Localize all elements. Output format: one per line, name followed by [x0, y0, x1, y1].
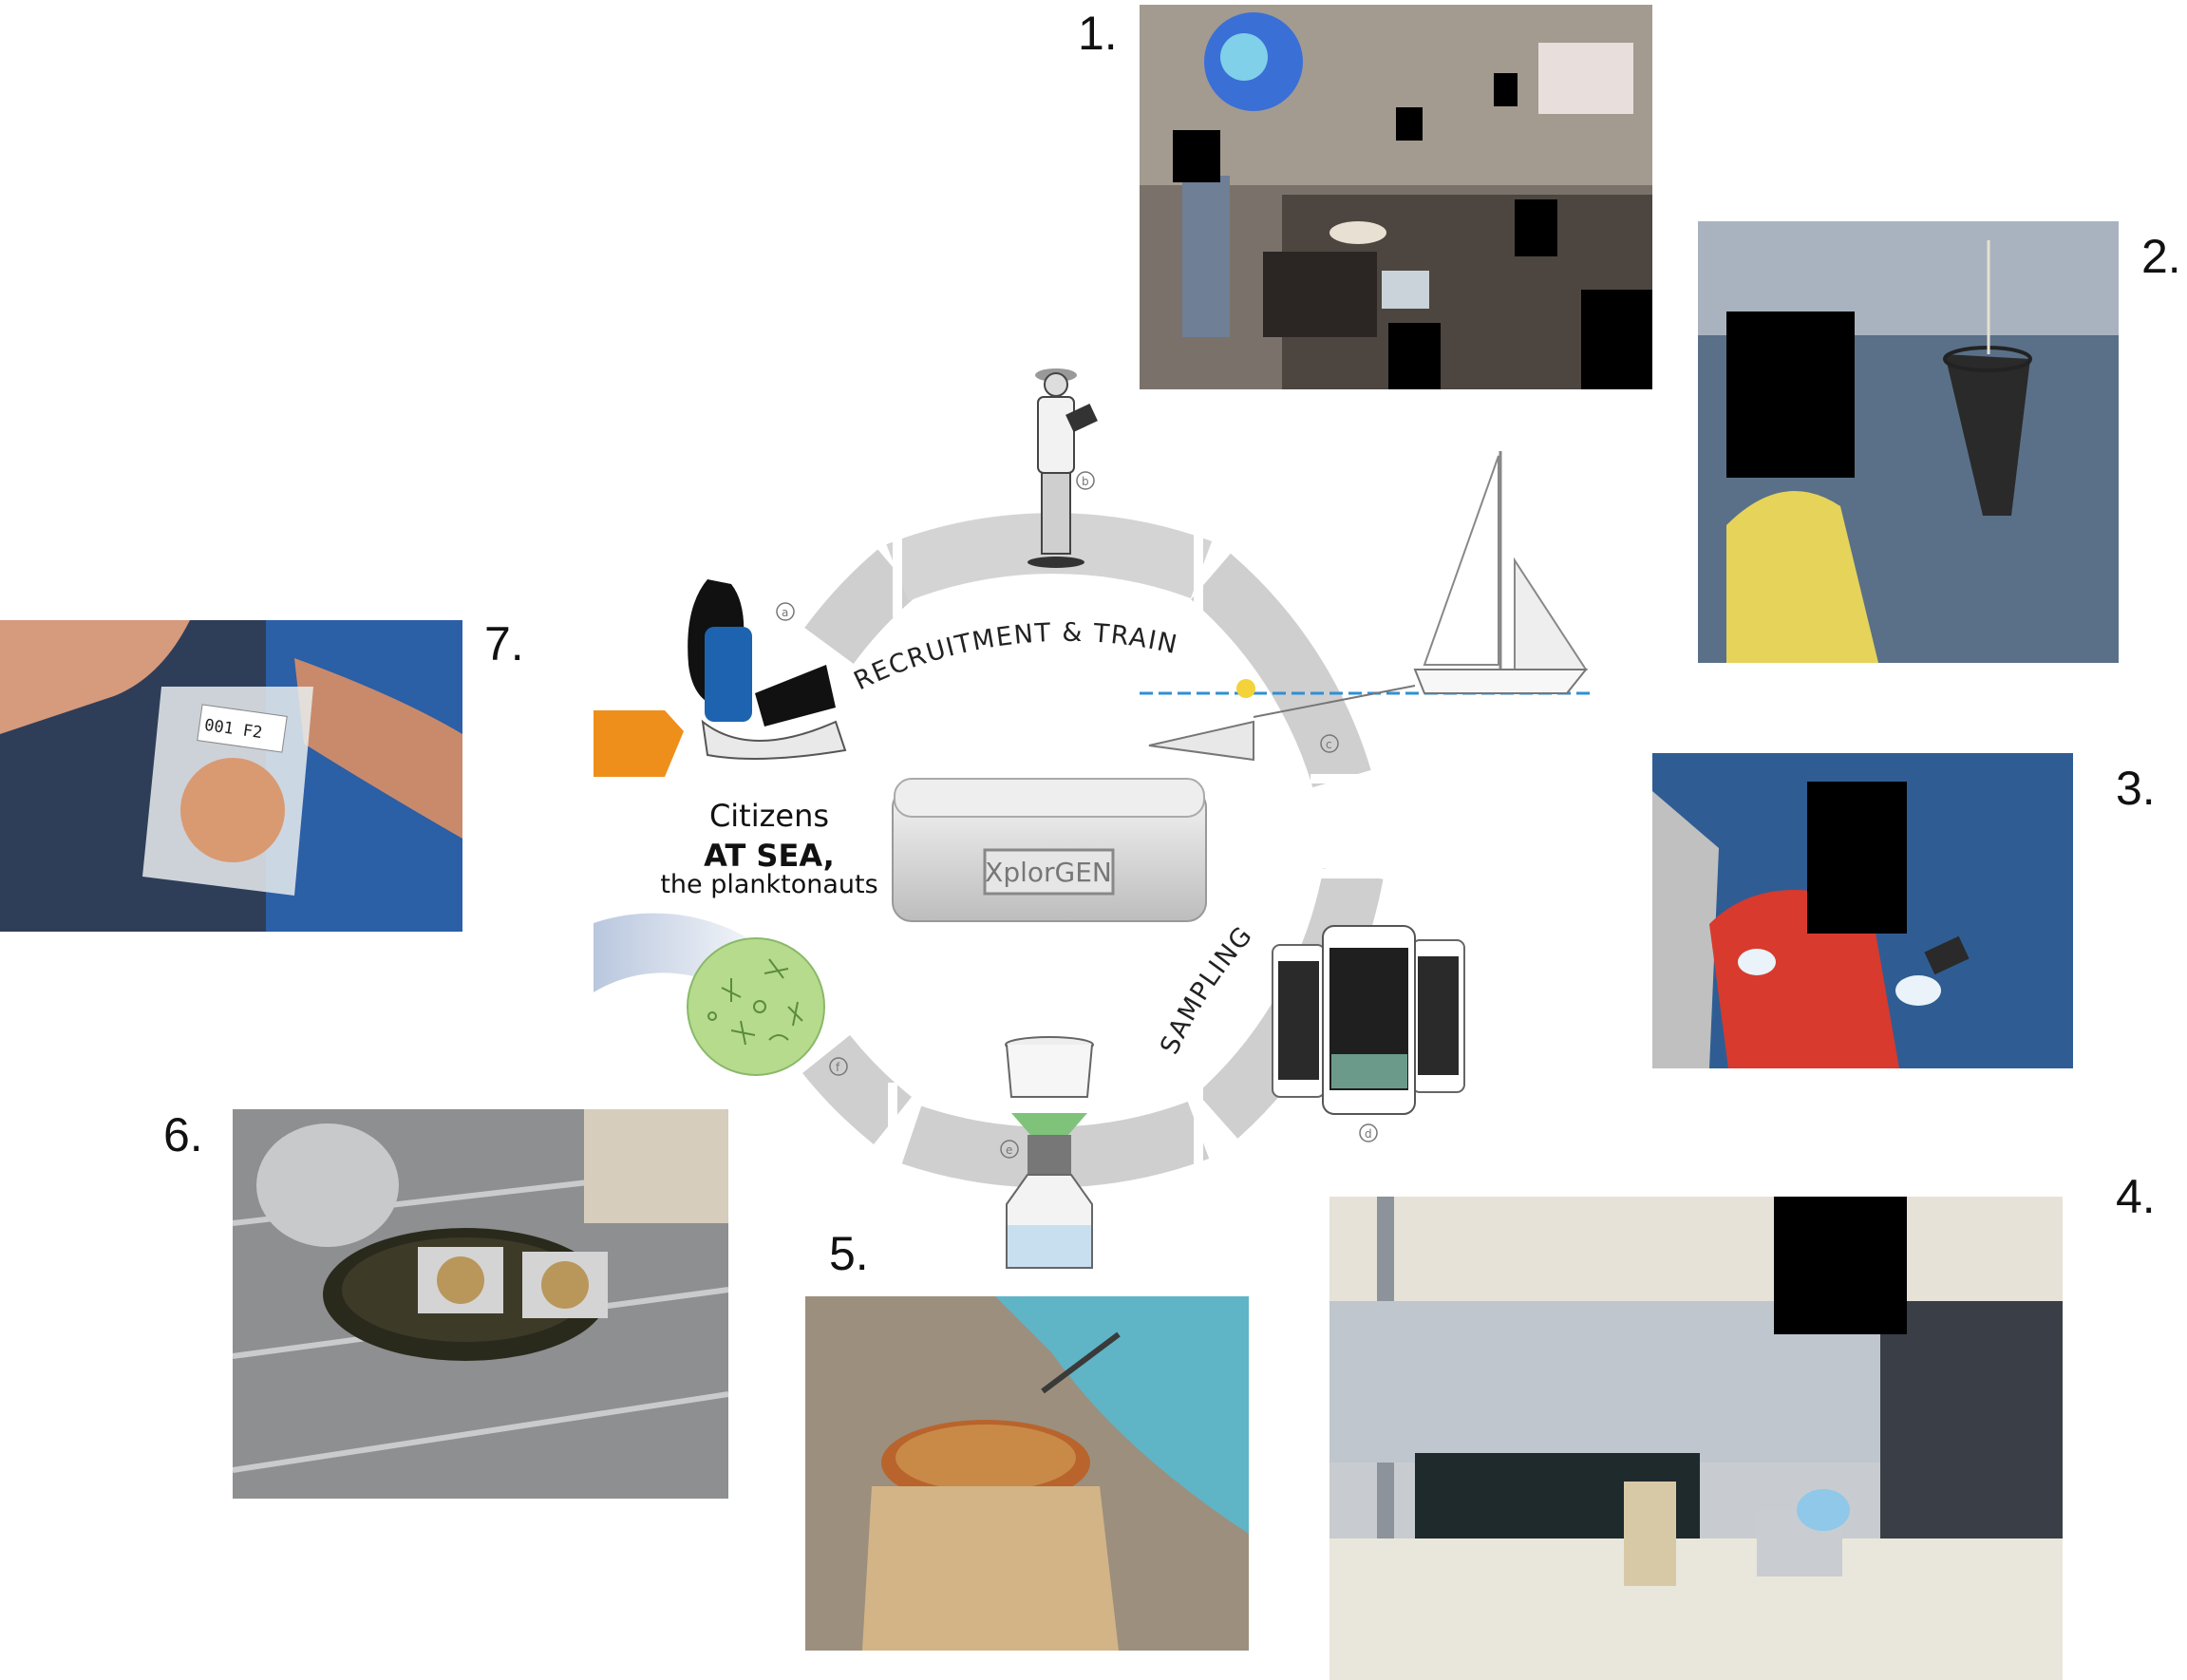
step-number-7: 7. [484, 617, 524, 670]
filter-funnel-icon [1005, 1036, 1094, 1269]
arc-label-sampling: SAMPLING [1155, 920, 1258, 1059]
face-redaction [1173, 130, 1220, 182]
marker-a: a [782, 606, 788, 619]
photo-sample-bag: 001 F2 [0, 620, 462, 932]
step-number-2: 2. [2141, 230, 2181, 283]
plankton-disc-icon [687, 937, 825, 1076]
kit-label: XplorGEN [985, 857, 1112, 888]
marker-b: b [1082, 475, 1089, 488]
center-line-at-sea: AT SEA, [704, 838, 835, 874]
step-number-3: 3. [2116, 762, 2156, 815]
face-redaction [1494, 73, 1518, 106]
face-redaction [1396, 107, 1423, 141]
face-redaction [1581, 290, 1652, 389]
marker-d: d [1365, 1127, 1372, 1141]
orange-tab [594, 710, 684, 777]
step-number-1: 1. [1078, 7, 1118, 60]
center-line-planktonauts: the planktonauts [660, 870, 877, 899]
photo-filter-jar [805, 1296, 1249, 1651]
marker-f: f [836, 1061, 840, 1074]
man-tablet-figure [1028, 368, 1098, 568]
step-number-4: 4. [2116, 1170, 2156, 1223]
photo-drying-filters [233, 1109, 728, 1499]
sailboat-icon [1140, 451, 1595, 762]
photo-onboard-filtration [1329, 1197, 2063, 1680]
face-redaction [1807, 782, 1907, 934]
step-number-5: 5. [829, 1227, 869, 1280]
center-line-citizens: Citizens [709, 798, 829, 834]
marker-c: c [1326, 738, 1332, 751]
photo-plankton-net [1698, 221, 2119, 663]
marker-e: e [1006, 1143, 1012, 1157]
face-redaction [1515, 199, 1557, 256]
photo-training-session [1140, 5, 1652, 389]
face-redaction [1726, 311, 1855, 478]
arc-label-recruitment: RECRUITMENT & TRAINING [0, 0, 1180, 696]
face-redaction [1774, 1197, 1907, 1334]
photo-sampling-data-entry [1652, 753, 2073, 1068]
smartphones-icon [1272, 925, 1465, 1115]
face-redaction [1388, 323, 1441, 389]
xplorgen-kit-box: XplorGEN [892, 778, 1207, 922]
step-number-6: 6. [163, 1108, 203, 1161]
woman-laptop-figure [688, 579, 847, 760]
